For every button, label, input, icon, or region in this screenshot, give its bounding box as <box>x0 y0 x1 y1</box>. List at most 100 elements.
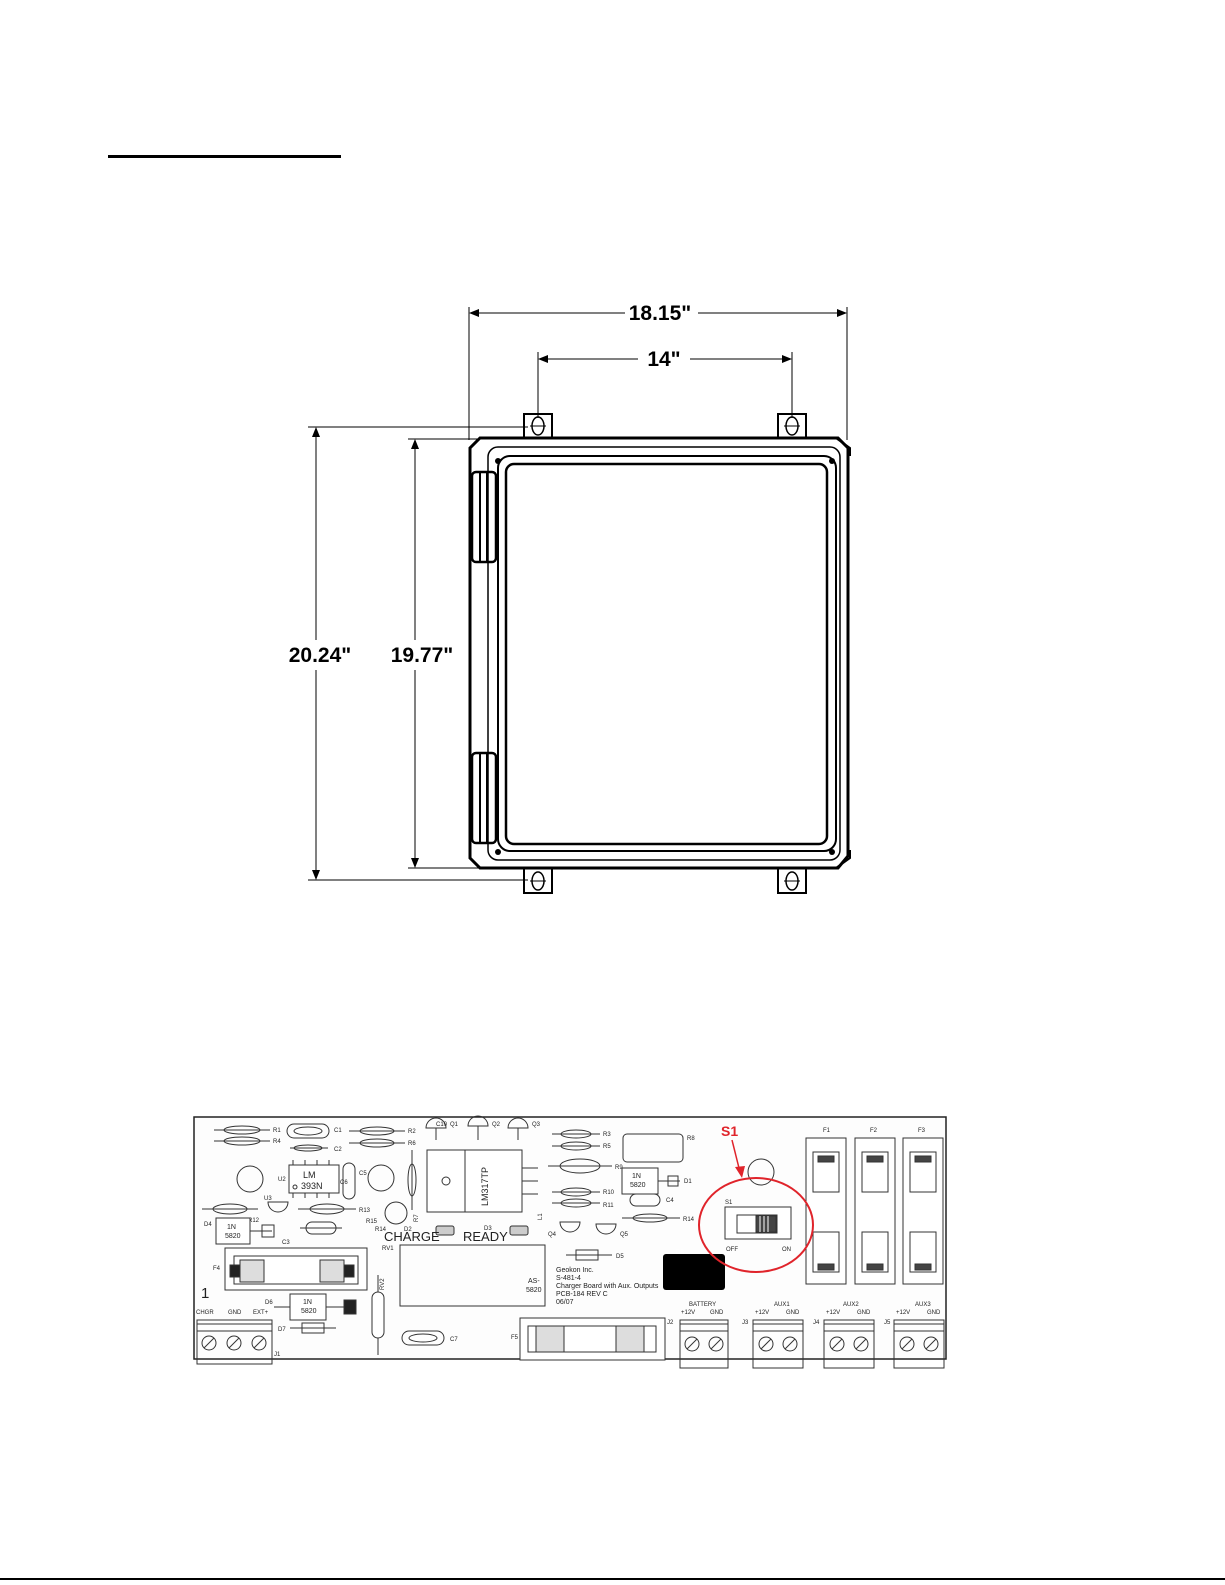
diode-d7 <box>290 1322 336 1334</box>
page-footer-rule <box>0 1578 1225 1580</box>
fuse-holder-f1 <box>805 1137 847 1285</box>
ref-r11: R11 <box>603 1203 614 1209</box>
terminal-battery-pin2: GND <box>710 1310 724 1316</box>
ref-r15: R15 <box>366 1219 378 1225</box>
board-number: 1 <box>201 1285 209 1302</box>
ref-r14b: R14 <box>375 1227 387 1233</box>
diode-c-line1: 1N <box>303 1299 312 1306</box>
board-info-line4: PCB-184 REV C <box>556 1291 608 1298</box>
resistor-r12 <box>202 1203 258 1215</box>
s1-callout-arrow-line <box>731 1139 741 1173</box>
mount-spacing-label: 14" <box>647 348 680 371</box>
board-info-line2: S-481-4 <box>556 1275 581 1282</box>
ref-r7: R7 <box>414 1214 420 1222</box>
terminal-aux1-pin2: GND <box>786 1310 800 1316</box>
mounting-tab-top-right <box>777 413 807 438</box>
ref-c7: C7 <box>450 1337 458 1343</box>
board-info-line3: Charger Board with Aux. Outputs <box>556 1283 659 1290</box>
terminal-aux1-pin1: +12V <box>755 1310 769 1316</box>
ic-u2 <box>288 1160 340 1198</box>
terminal-j1-pin3: EXT+ <box>253 1310 269 1316</box>
board-info-line5: 06/07 <box>556 1299 574 1306</box>
ref-c5: C5 <box>359 1171 367 1177</box>
resistor-r7 <box>407 1150 417 1210</box>
terminal-battery-title: BATTERY <box>689 1302 716 1308</box>
diode-b-line1: 1N <box>632 1173 641 1180</box>
terminal-j1-pin2: GND <box>228 1310 242 1316</box>
u2-part-line2: 393N <box>301 1181 323 1191</box>
ref-j5: J5 <box>884 1320 891 1326</box>
switch-s1-ref: S1 <box>725 1200 733 1206</box>
as-code-line2: 5820 <box>526 1287 542 1294</box>
s1-callout-arrowhead <box>735 1166 745 1178</box>
fuse-label-f3: F3 <box>918 1128 926 1134</box>
terminal-aux2: AUX2 +12V GND J4 <box>813 1302 875 1369</box>
ref-q4: Q4 <box>548 1232 557 1238</box>
capacitor-c5 <box>342 1162 356 1200</box>
switch-on-label: ON <box>782 1247 791 1253</box>
overall-width-dimension: 18.15" <box>468 302 848 440</box>
transistor-q4 <box>559 1221 581 1233</box>
capacitor-c4 <box>629 1193 661 1207</box>
resistor-r3 <box>552 1129 600 1139</box>
mounting-tab-top-left <box>523 413 553 438</box>
ref-u3: U3 <box>264 1196 272 1202</box>
led-charge <box>435 1225 455 1236</box>
transistor-u3 <box>267 1201 289 1213</box>
mounting-tab-bottom-right <box>777 868 807 894</box>
switch-off-label: OFF <box>726 1247 738 1253</box>
mount-hole-mid <box>367 1164 395 1192</box>
terminal-aux3-pin1: +12V <box>896 1310 910 1316</box>
overall-height-dimension: 20.24" <box>289 426 528 881</box>
black-label-block <box>663 1254 725 1290</box>
transistor-q1 <box>425 1117 447 1140</box>
resistor-r2 <box>349 1126 405 1136</box>
capacitor-c7 <box>401 1330 445 1346</box>
regulator-lm317tp <box>426 1149 538 1213</box>
diode-b-line2: 5820 <box>630 1182 646 1189</box>
varistor-rv2 <box>371 1275 385 1355</box>
fuse-label-f2: F2 <box>870 1128 878 1134</box>
capacitor-c2 <box>290 1144 328 1152</box>
transistor-q2 <box>467 1115 489 1140</box>
capacitor-c1 <box>286 1123 330 1139</box>
diode-d6-package <box>274 1293 357 1321</box>
diode-a-line1: 1N <box>227 1224 236 1231</box>
terminal-aux2-title: AUX2 <box>843 1302 859 1308</box>
fuse-holder-f4 <box>224 1247 368 1291</box>
diode-a-line2: 5820 <box>225 1233 241 1240</box>
section-heading-underline <box>108 155 341 158</box>
ref-d6: D6 <box>265 1300 273 1306</box>
led-ready <box>509 1225 529 1236</box>
ref-rv2: RV2 <box>380 1278 386 1290</box>
ref-r2: R2 <box>408 1129 416 1135</box>
terminal-aux1: AUX1 +12V GND J3 <box>742 1302 804 1369</box>
mount-spacing-dimension: 14" <box>537 348 793 418</box>
resistor-r9 <box>548 1158 612 1174</box>
switch-s1 <box>724 1206 792 1240</box>
ref-d7: D7 <box>278 1327 286 1333</box>
mount-hole-left <box>236 1165 264 1193</box>
ready-indicator-label: READY <box>463 1229 508 1244</box>
ref-r14: R14 <box>683 1217 695 1223</box>
ref-d3: D3 <box>484 1226 492 1232</box>
ref-r1: R1 <box>273 1128 281 1134</box>
ref-r3: R3 <box>603 1132 611 1138</box>
hole-d2 <box>384 1201 408 1225</box>
mounting-tab-bottom-left <box>523 868 553 894</box>
ref-q3: Q3 <box>532 1122 541 1128</box>
ref-r8: R8 <box>687 1136 695 1142</box>
ref-c4: C4 <box>666 1198 674 1204</box>
board-info-line1: Geokon Inc. <box>556 1267 594 1274</box>
diode-c-line2: 5820 <box>301 1308 317 1315</box>
ref-c1: C1 <box>334 1128 342 1134</box>
ref-d4: D4 <box>204 1222 212 1228</box>
transistor-q3 <box>507 1117 529 1140</box>
u2-part-line1: LM <box>303 1170 316 1180</box>
ref-q1: Q1 <box>450 1122 459 1128</box>
body-height-label: 19.77" <box>391 644 454 667</box>
enclosure-dimension-drawing: 18.15" 14" 20.24" 19.77" <box>289 302 851 894</box>
mount-hole-right <box>747 1158 775 1186</box>
charge-indicator-label: CHARGE <box>384 1229 440 1244</box>
ref-j2: J2 <box>667 1320 674 1326</box>
